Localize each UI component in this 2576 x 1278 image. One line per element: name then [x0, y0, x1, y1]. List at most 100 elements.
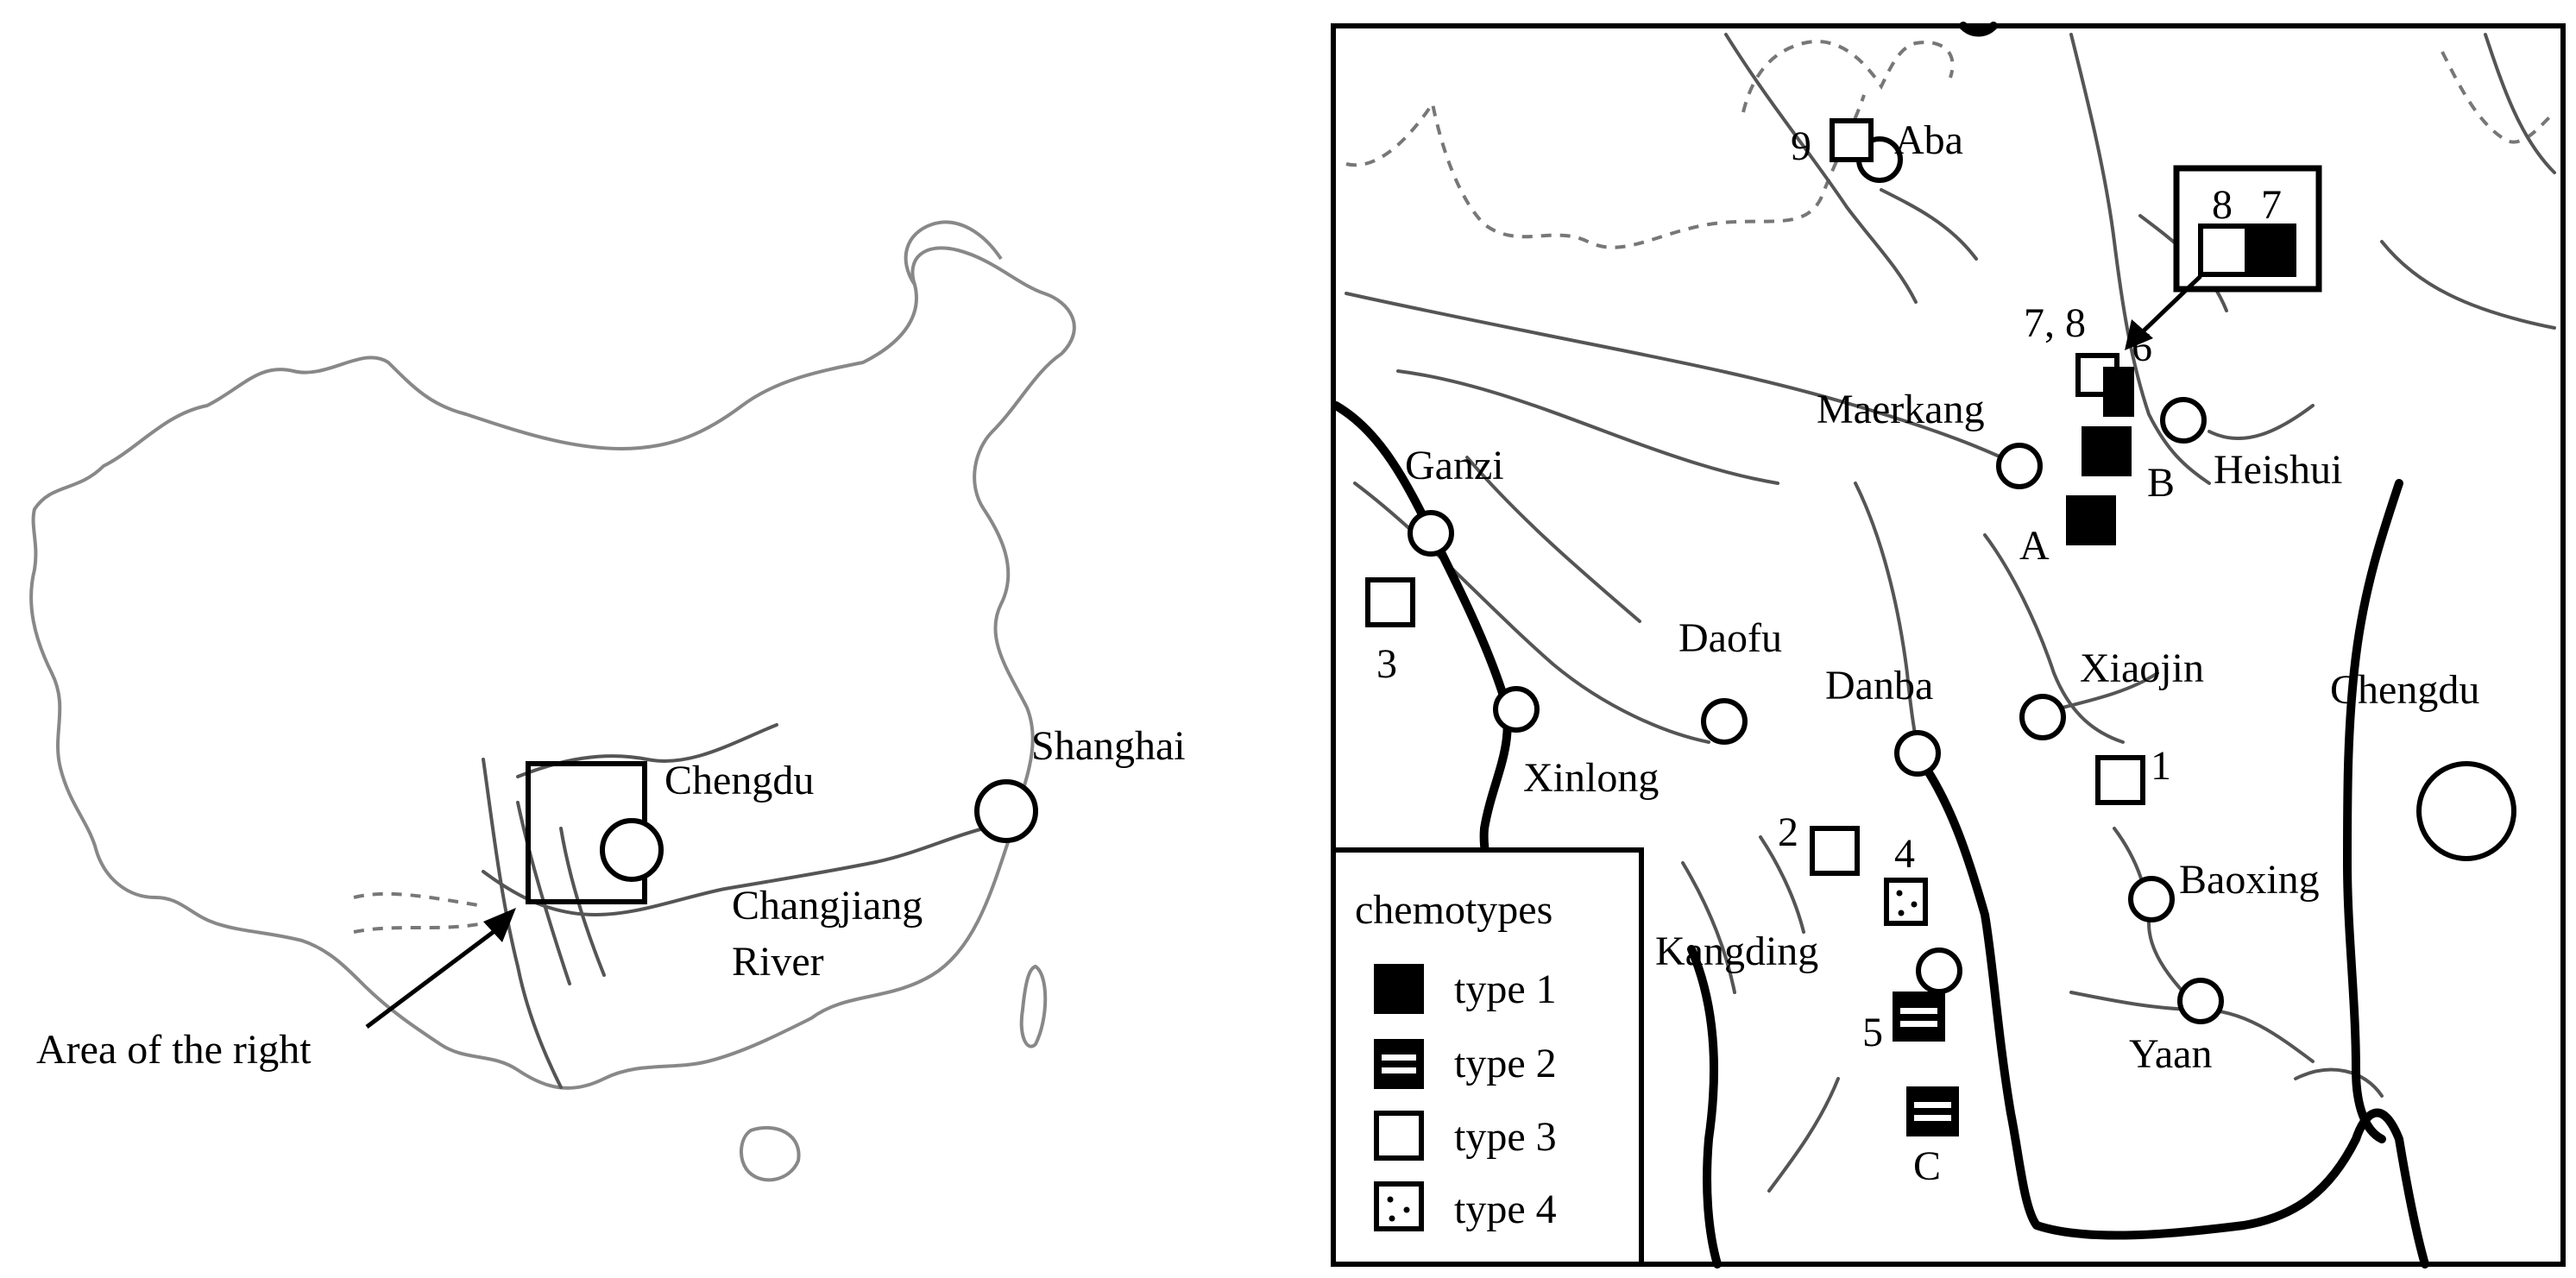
- study-area-map: Aba Maerkang Heishui Ganzi Daofu Danba X…: [1331, 22, 2566, 1269]
- label-xinlong: Xinlong: [1523, 755, 1659, 801]
- site-c-marker: [1906, 1086, 1959, 1136]
- taiwan-island: [1019, 964, 1048, 1048]
- china-map: Chengdu Shanghai Changjiang River Area o…: [29, 220, 1186, 1182]
- label-danba: Danba: [1825, 663, 1933, 708]
- site-c-stripe-1: [1914, 1102, 1951, 1108]
- river-ne-corner: [2380, 240, 2556, 330]
- legend-type2-swatch: [1374, 1039, 1424, 1089]
- site-4-dots: [1896, 890, 1918, 916]
- chengdu-marker-left: [600, 818, 664, 882]
- city-heishui-marker: [2160, 397, 2207, 444]
- label-daofu: Daofu: [1678, 615, 1782, 661]
- callout-arrow-line: [365, 922, 507, 1029]
- site-a-marker: [2066, 495, 2116, 545]
- label-inset-8: 8: [2212, 182, 2233, 228]
- legend-type1-swatch: [1374, 964, 1424, 1014]
- legend-type2-stripe-1: [1382, 1055, 1416, 1061]
- inset-arrowhead: [2125, 319, 2153, 350]
- city-maerkang-marker: [1996, 443, 2043, 489]
- legend-type1-label: type 1: [1454, 966, 1557, 1012]
- label-xiaojin: Xiaojin: [2080, 645, 2204, 691]
- label-site-1: 1: [2151, 743, 2171, 789]
- site-9-marker: [1830, 118, 1874, 162]
- river-yalong-thick: [1687, 945, 1722, 1269]
- river-heishui-2: [2208, 404, 2315, 440]
- label-site-6: 6: [2132, 324, 2152, 370]
- site-2-marker: [1810, 826, 1860, 876]
- inset-site-7-marker: [2245, 223, 2296, 277]
- study-area-frame: [1331, 23, 2566, 1267]
- label-chengdu-right: Chengdu: [2330, 667, 2479, 713]
- river-baoxing: [2113, 827, 2194, 1003]
- river-aba: [1724, 33, 1918, 304]
- river-maerkang: [1345, 292, 2021, 468]
- river-daofu-2: [1465, 456, 1641, 623]
- label-site-4: 4: [1894, 831, 1915, 877]
- label-shanghai: Shanghai: [1031, 723, 1186, 769]
- china-outline: [29, 246, 1076, 1090]
- legend-type3-swatch: [1374, 1111, 1424, 1161]
- left-border-dashed-1: [353, 891, 484, 908]
- city-ganzi-marker: [1408, 510, 1454, 557]
- label-inset-7: 7: [2261, 182, 2282, 228]
- city-baoxing-marker: [2128, 876, 2175, 922]
- label-kangding: Kangding: [1655, 929, 1818, 974]
- city-kangding-marker: [1916, 947, 1962, 994]
- label-baoxing: Baoxing: [2179, 857, 2320, 903]
- legend: chemotypes type 1 type 2 type 3 type 4: [1331, 847, 1644, 1267]
- label-area-of-right: Area of the right: [36, 1027, 312, 1073]
- site-c-stripe-2: [1914, 1115, 1951, 1121]
- legend-type4-swatch: [1374, 1181, 1424, 1231]
- label-site-3: 3: [1376, 641, 1397, 687]
- site-5-marker: [1893, 992, 1945, 1042]
- city-xinlong-marker: [1493, 686, 1540, 733]
- callout-arrowhead: [483, 908, 516, 942]
- city-chengdu-marker: [2416, 761, 2516, 861]
- river-aba-2: [1880, 188, 1978, 261]
- site-b-marker: [2082, 426, 2132, 476]
- southwest-river-1: [482, 758, 563, 1089]
- border-dashed-north: [1345, 94, 1866, 249]
- label-ganzi: Ganzi: [1405, 443, 1504, 488]
- shanghai-marker: [974, 779, 1038, 843]
- site-1-marker: [2095, 755, 2145, 805]
- river-kangding-2: [1759, 835, 1805, 934]
- city-daofu-marker: [1701, 698, 1748, 745]
- site-5-stripe-1: [1900, 1008, 1937, 1014]
- site-4-marker: [1884, 878, 1928, 926]
- river-dadu-thick: [1916, 755, 2429, 1269]
- hainan-island: [740, 1125, 801, 1182]
- legend-type4-label: type 4: [1454, 1187, 1557, 1232]
- inset-site-8-marker: [2198, 223, 2250, 277]
- legend-title: chemotypes: [1355, 887, 1553, 933]
- label-site-c: C: [1913, 1143, 1941, 1189]
- river-danba: [1854, 482, 1922, 761]
- label-site-7-8: 7, 8: [2024, 300, 2086, 346]
- river-ne-corner-2: [2484, 33, 2556, 174]
- city-yaan-marker: [2177, 978, 2224, 1024]
- legend-type2-label: type 2: [1454, 1041, 1557, 1086]
- river-east: [2294, 1067, 2384, 1098]
- legend-type2-stripe-2: [1382, 1067, 1416, 1073]
- site-5-stripe-2: [1900, 1021, 1937, 1027]
- river-kangding: [1681, 861, 1736, 994]
- river-south: [1767, 1077, 1840, 1193]
- label-site-2: 2: [1778, 809, 1798, 855]
- river-heishui: [2069, 33, 2211, 485]
- china-northeast-outline: [904, 220, 1003, 286]
- site-3-marker: [1365, 577, 1415, 627]
- legend-type3-label: type 3: [1454, 1114, 1557, 1160]
- label-chengdu-left: Chengdu: [664, 758, 814, 803]
- label-heishui: Heishui: [2214, 447, 2342, 493]
- changjiang-river-line: [482, 827, 986, 916]
- label-site-b: B: [2147, 460, 2175, 506]
- border-dashed-aba: [1741, 40, 1955, 113]
- inset-arrow-line: [2136, 274, 2202, 338]
- label-site-9: 9: [1791, 123, 1811, 169]
- river-maerkang-2: [1396, 369, 1779, 485]
- label-yaan: Yaan: [2129, 1031, 2212, 1077]
- legend-type4-dots: [1387, 1196, 1410, 1222]
- city-danba-marker: [1894, 730, 1941, 777]
- label-changjiang: Changjiang: [732, 883, 923, 929]
